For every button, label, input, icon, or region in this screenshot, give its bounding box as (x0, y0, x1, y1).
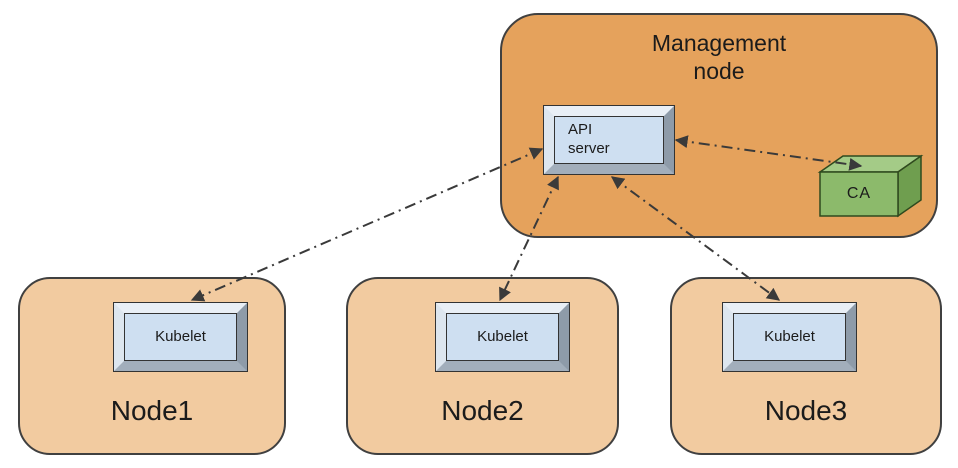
api-server-bevel: API server (544, 106, 674, 174)
node3-label: Node3 (764, 395, 848, 426)
kubelet-box-node3: Kubelet (722, 302, 857, 372)
ca-front-face (819, 171, 899, 217)
kubelet-node2-label: Kubelet (477, 327, 528, 345)
kubelet-box-node1: Kubelet (113, 302, 248, 372)
management-node-label: Management node (651, 30, 787, 84)
kubelet-box-node2: Kubelet (435, 302, 570, 372)
kubelet-node2-face: Kubelet (446, 313, 559, 361)
kubelet-node1-face: Kubelet (124, 313, 237, 361)
api-server-label: API server (568, 121, 610, 157)
kubelet-node3-face: Kubelet (733, 313, 846, 361)
node1-label: Node1 (110, 395, 194, 426)
kubelet-node3-label: Kubelet (764, 327, 815, 345)
kubelet-node2-bevel: Kubelet (436, 303, 569, 371)
api-server-face: API server (554, 116, 664, 164)
api-server-box: API server (543, 105, 675, 175)
ca-label: CA (846, 185, 872, 202)
kubelet-node1-label: Kubelet (155, 327, 206, 345)
kubelet-node3-bevel: Kubelet (723, 303, 856, 371)
kubelet-node1-bevel: Kubelet (114, 303, 247, 371)
ca-box (817, 154, 924, 218)
node2-label: Node2 (441, 395, 524, 426)
